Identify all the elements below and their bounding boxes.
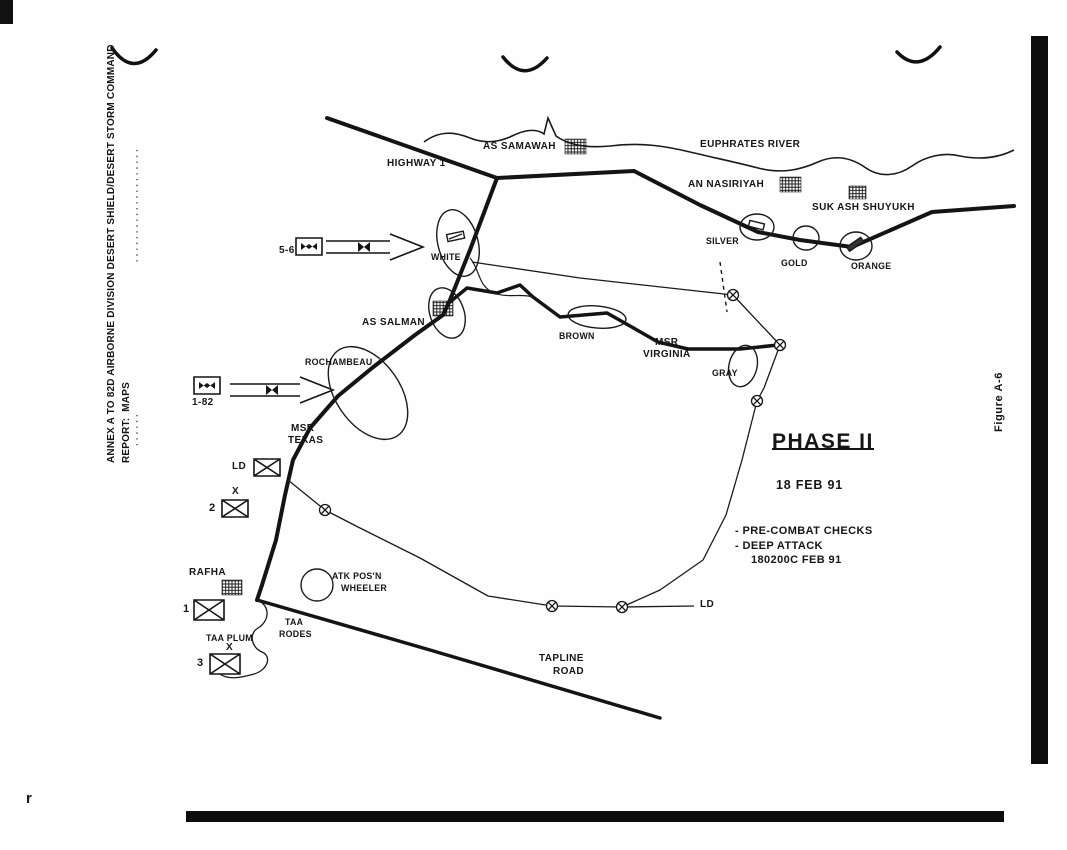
unit-1-82-symbol — [194, 377, 220, 394]
label-suk-ash-shuyukh: SUK ASH SHUYUKH — [812, 202, 915, 213]
label-euphrates-river: EUPHRATES RIVER — [700, 139, 801, 150]
label-unit-bde1: 1 — [183, 603, 190, 615]
attack-route-north — [472, 262, 780, 345]
attack-route-east — [622, 345, 780, 607]
airstrip-icon-orange — [847, 237, 864, 251]
objective-ellipse-orange — [840, 232, 872, 260]
town-icon-an-nasiriyah — [780, 177, 801, 192]
air-corridor-bowtie-icon — [266, 385, 278, 395]
checkpoint-icon — [728, 290, 739, 301]
aviation-branch-icon — [301, 243, 317, 250]
checkpoint-icon — [775, 340, 786, 351]
label-msr-texas-2: TEXAS — [288, 435, 324, 446]
objective-ellipse-white — [430, 205, 486, 281]
label-obj-gray: GRAY — [712, 368, 738, 378]
arrowhead-icon — [390, 234, 423, 260]
attack-route-ld-spur — [622, 606, 694, 607]
tapline-road-line — [257, 600, 660, 718]
attack-route-boundary — [288, 262, 780, 607]
label-msr-virginia-2: VIRGINIA — [643, 349, 691, 360]
attack-arrow-5-6 — [326, 234, 423, 260]
label-ld-southeast: LD — [700, 599, 715, 610]
phase-note-2: - DEEP ATTACK — [735, 540, 823, 552]
label-rafha: RAFHA — [189, 567, 226, 578]
checkpoint-icon — [617, 602, 628, 613]
aviation-branch-icon — [199, 382, 215, 389]
phase-title: PHASE II — [772, 430, 874, 453]
town-icon-suk-ash-shuyukh — [849, 186, 866, 199]
highway-1-line — [327, 118, 1014, 247]
checkpoint-icon — [547, 601, 558, 612]
label-unit-1-82: 1-82 — [192, 397, 214, 408]
objective-ellipse-silver — [740, 214, 774, 240]
label-echelon-x-bde3: X — [226, 642, 234, 653]
scan-corner-mark: r — [26, 790, 32, 807]
label-unit-5-6: 5-6 — [279, 245, 295, 256]
label-tapline-2: ROAD — [553, 666, 585, 677]
label-tapline-1: TAPLINE — [539, 653, 584, 664]
label-obj-orange: ORANGE — [851, 261, 892, 271]
scan-corner-blob — [0, 0, 13, 24]
unit-box-bde2 — [222, 500, 248, 517]
label-msr-virginia-1: MSR — [655, 337, 679, 348]
atk-posn-wheeler-circle — [301, 569, 333, 601]
infantry-unit-boxes — [194, 459, 280, 674]
label-obj-white: WHITE — [431, 252, 461, 262]
objective-ellipse-brown — [567, 304, 627, 331]
arrowhead-icon — [300, 377, 333, 403]
town-icon-as-salman — [433, 301, 453, 316]
wadi-line — [470, 258, 533, 297]
label-unit-bde3: 3 — [197, 657, 204, 669]
objective-ellipse-gold — [793, 226, 819, 250]
unit-5-6-symbol — [296, 238, 322, 255]
town-icon-rafha — [222, 580, 242, 595]
label-echelon-x-bde2: X — [232, 486, 240, 497]
unit-box-bde1 — [194, 600, 224, 620]
scan-right-black-bar — [1031, 36, 1048, 764]
attack-arrow-1-82 — [230, 377, 333, 403]
town-icon-as-samawah — [565, 139, 586, 154]
label-unit-bde2: 2 — [209, 502, 216, 514]
checkpoint-icon — [320, 505, 331, 516]
attack-route-south — [288, 480, 622, 607]
label-msr-texas-1: MSR — [291, 423, 315, 434]
objective-ellipse-gray — [724, 342, 761, 390]
phase-note-1: - PRE-COMBAT CHECKS — [735, 525, 873, 537]
unit-box-bde3 — [210, 654, 240, 674]
scan-artifact-arcs — [112, 47, 940, 71]
label-an-nasiriyah: AN NASIRIYAH — [688, 179, 765, 190]
town-markers — [222, 139, 866, 595]
label-atk-posn-2: WHEELER — [341, 583, 388, 593]
taa-plum-boundary — [220, 600, 268, 678]
objective-ellipses — [301, 205, 872, 601]
label-obj-gold: GOLD — [781, 258, 808, 268]
label-taa-plum: TAA PLUM — [206, 633, 253, 643]
label-highway-1: HIGHWAY 1 — [387, 158, 446, 169]
dashed-boundary-segment — [720, 262, 727, 312]
phase-date: 18 FEB 91 — [776, 478, 843, 492]
label-taa-rodes-2: RODES — [279, 629, 312, 639]
air-corridor-bowtie-icon — [358, 242, 370, 252]
phase-note-3: 180200C FEB 91 — [751, 554, 842, 566]
objective-ellipse-as-salman — [422, 283, 472, 343]
unit-box-ld — [254, 459, 280, 476]
euphrates-river-line — [424, 118, 1014, 175]
objective-ellipse-rochambeau — [312, 332, 424, 454]
scan-bottom-black-bar — [186, 811, 1004, 822]
label-obj-rochambeau: ROCHAMBEAU — [305, 357, 373, 367]
label-taa-rodes-1: TAA — [285, 617, 304, 627]
label-obj-silver: SILVER — [706, 236, 739, 246]
airstrip-icon-silver — [748, 220, 764, 229]
label-as-salman: AS SALMAN — [362, 317, 426, 328]
label-atk-posn-1: ATK POS'N — [332, 571, 382, 581]
checkpoint-icons — [320, 290, 786, 613]
label-ld-west: LD — [232, 461, 247, 472]
label-obj-brown: BROWN — [559, 331, 595, 341]
label-as-samawah: AS SAMAWAH — [483, 141, 556, 152]
checkpoint-icon — [752, 396, 763, 407]
